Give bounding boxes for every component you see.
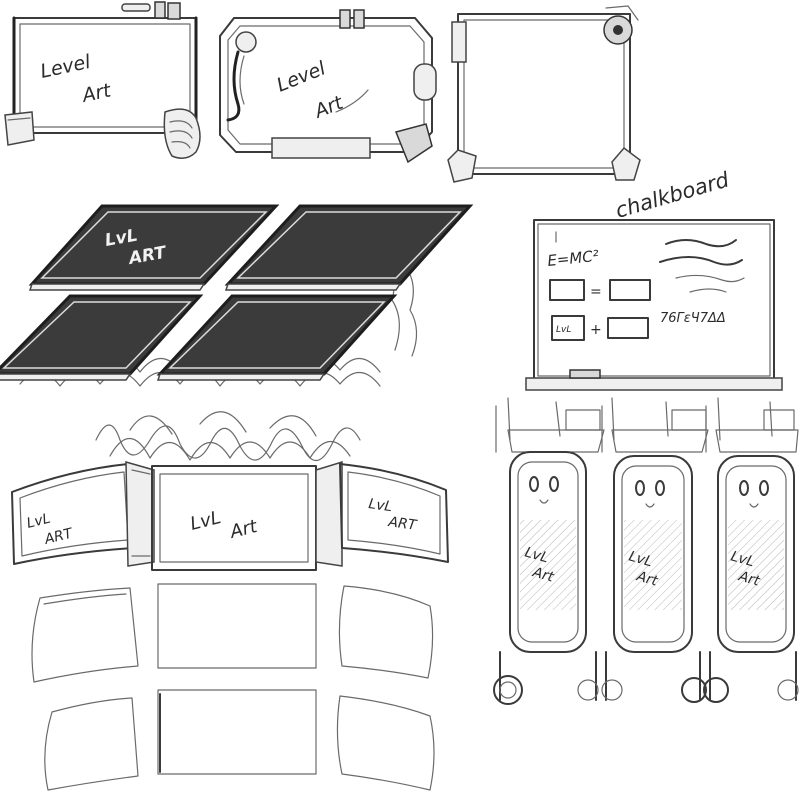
frame-pipe-coil — [163, 108, 201, 159]
banner-left-line2: ART — [42, 525, 75, 548]
frame-sketch-1: Level Art — [4, 1, 201, 159]
banner-sign-sketch: LvL ART LvL Art LvL ART — [11, 411, 449, 571]
frame-foot-right — [611, 146, 641, 181]
frame2-label-line1: Level — [274, 57, 330, 97]
banner-center-line1: LvL — [188, 507, 223, 535]
tank3-label-line1: LvL — [729, 548, 756, 570]
blank-panel-sketches — [31, 583, 435, 791]
frame-sketch-3 — [447, 5, 641, 183]
chalk-formula: E=MC² — [547, 247, 600, 270]
tank-2: LvL Art — [601, 397, 709, 703]
banner-right-line2: ART — [386, 514, 418, 534]
banner-left-line1: LvL — [25, 511, 52, 532]
chalkboard-sketch: chalkboard E=MC² = LvL + 76ΓεЧ7ΔΔ — [525, 167, 783, 391]
chalk-equals: = — [590, 284, 602, 300]
frame-foot-left — [447, 149, 477, 183]
tank3-label-line2: Art — [736, 568, 762, 590]
eraser-icon — [569, 369, 601, 379]
chalk-box-text: LvL — [556, 325, 571, 335]
banner-center-panel — [151, 465, 317, 571]
chalk-plus: + — [590, 322, 602, 338]
frame-bottom-plate — [271, 137, 371, 159]
frame-sketch-2: Level Art — [219, 9, 437, 164]
banner-center-line2: Art — [227, 516, 260, 543]
tank1-label-line2: Art — [530, 564, 556, 586]
dark-panel-bottom-right — [156, 294, 398, 376]
tank-sketches: LvL Art LvL Art — [493, 397, 799, 705]
frame-corner-block — [4, 111, 35, 146]
banner-right-wing — [339, 463, 449, 563]
frame1-label-line1: Level — [38, 51, 93, 83]
tank-1: LvL Art — [493, 397, 605, 705]
frame2-label-line2: Art — [310, 91, 348, 123]
chalk-tray — [525, 377, 783, 391]
banner-left-wing — [11, 463, 135, 565]
frame1-label-line2: Art — [79, 79, 115, 107]
dark-panel-group: LvL ART — [0, 204, 474, 387]
tank1-label-line1: LvL — [523, 544, 550, 566]
tank-3: LvL Art — [703, 397, 799, 703]
banner-right-line1: LvL — [367, 496, 393, 515]
tank2-label-line2: Art — [634, 568, 660, 590]
frame-gear-icon — [235, 31, 257, 53]
tank2-label-line1: LvL — [627, 548, 654, 570]
chalk-scribble: 76ΓεЧ7ΔΔ — [660, 311, 726, 326]
